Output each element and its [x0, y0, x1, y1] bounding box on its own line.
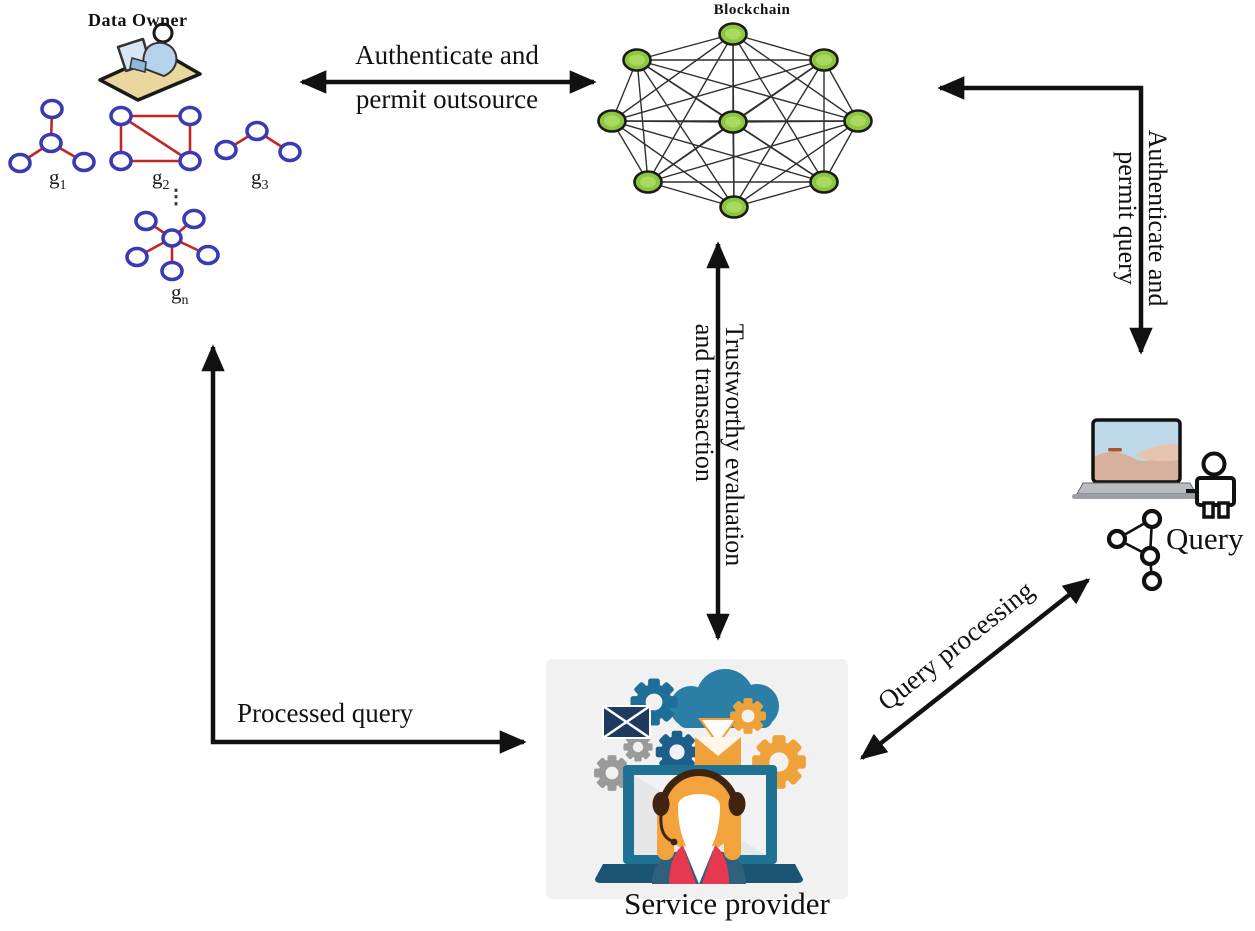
auth-query-label: Authenticate and permit query	[1112, 130, 1172, 307]
auth-outsource-label-line2: permit outsource	[355, 84, 539, 114]
data-owner-icon	[98, 22, 202, 102]
blockchain-label: Blockchain	[713, 2, 791, 18]
closed-envelope-icon	[602, 704, 651, 740]
laptop-icon	[1072, 418, 1200, 499]
graph-label-g3: g3	[251, 165, 269, 194]
owner-graph-g1	[8, 98, 96, 174]
owner-graph-gn	[125, 208, 220, 282]
auth-query-label-line2: permit query	[1113, 151, 1142, 285]
owner-graph-g2	[109, 105, 202, 172]
trustworthy-label-line2: and transaction	[690, 323, 719, 482]
support-agent	[652, 769, 746, 884]
open-envelope-icon	[695, 718, 741, 768]
arrow-authenticate-query	[937, 76, 1153, 355]
data-owner-label: Data Owner	[88, 10, 188, 30]
graph-label-g1: g1	[49, 165, 67, 194]
person-icon	[1186, 451, 1236, 519]
query-label: Query	[1166, 521, 1244, 556]
arrow-query-processing	[859, 578, 1091, 760]
trustworthy-label: Trustworthy evaluation and transaction	[689, 324, 749, 566]
trustworthy-label-line1: Trustworthy evaluation	[720, 323, 749, 567]
blockchain-network	[597, 22, 873, 219]
service-provider-illustration	[546, 659, 848, 899]
query-graph	[1106, 508, 1163, 592]
graph-label-gn: gn	[171, 280, 189, 309]
owner-graph-g3	[214, 120, 302, 163]
arrow-processed-query	[201, 344, 527, 754]
auth-outsource-label-line1: Authenticate and	[355, 40, 539, 70]
processed-query-label: Processed query	[237, 698, 414, 728]
auth-query-label-line1: Authenticate and	[1143, 129, 1172, 307]
gear-icons	[594, 678, 806, 791]
graph-label-g2: g2	[152, 165, 170, 194]
graphs-ellipsis: ⋮	[166, 186, 186, 208]
service-provider-label: Service provider	[624, 886, 830, 921]
